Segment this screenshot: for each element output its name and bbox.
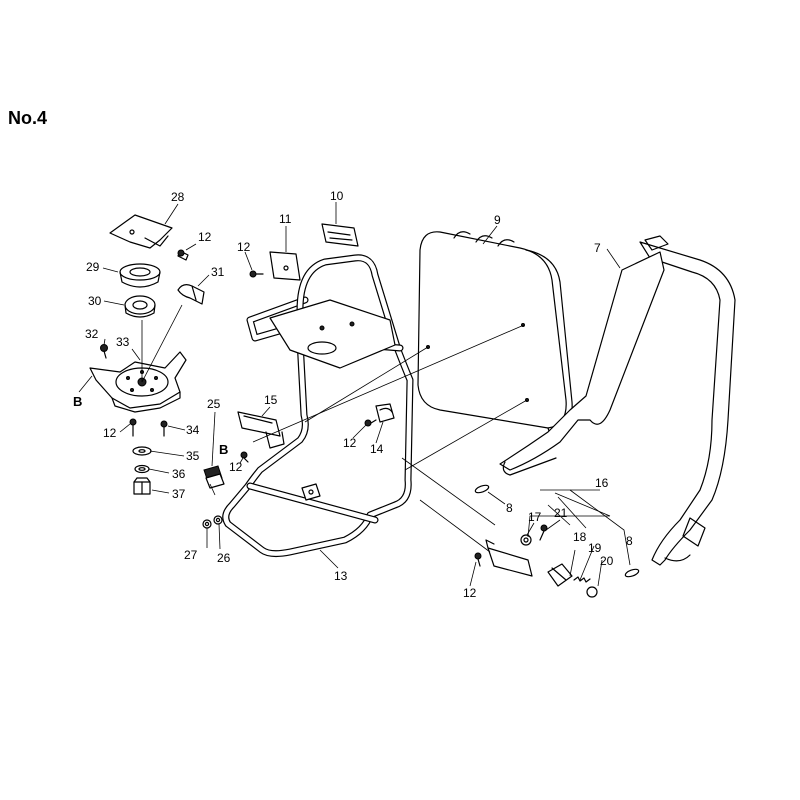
label-10: 10	[330, 189, 344, 203]
label-30: 30	[88, 294, 102, 308]
part-12-bolt-a	[177, 249, 189, 261]
label-25: 25	[207, 397, 221, 411]
part-20-cap	[586, 586, 598, 598]
label-9: 9	[494, 213, 501, 227]
diagram-title: No.4	[8, 108, 48, 128]
part-27-nut	[202, 519, 212, 529]
part-36-lock-washer	[134, 464, 150, 474]
label-18: 18	[573, 530, 587, 544]
part-19-spring	[573, 576, 591, 583]
label-34: 34	[186, 423, 200, 437]
part-14-clamp	[375, 403, 395, 423]
label-32: 32	[85, 327, 99, 341]
label-12-b: 12	[103, 426, 117, 440]
part-11-bracket	[269, 251, 301, 281]
label-20: 20	[600, 554, 614, 568]
part-12-bracket-bottom	[485, 539, 533, 577]
part-15-bracket	[237, 411, 285, 449]
label-14: 14	[370, 442, 384, 456]
part-7-shoulder-strap	[499, 235, 736, 566]
part-28-cover-plate	[109, 214, 173, 249]
part-12-bolt-b	[129, 418, 137, 437]
label-35: 35	[186, 449, 200, 463]
part-12-screw-c	[240, 451, 249, 463]
label-31: 31	[211, 265, 225, 279]
part-21-screw	[539, 524, 548, 541]
part-labels: 28 12 29 31 30 32 33 B 12 34 35 36 37 25…	[73, 189, 633, 600]
label-8-a: 8	[506, 501, 513, 515]
label-28: 28	[171, 190, 185, 204]
label-29: 29	[86, 260, 100, 274]
part-33-blade-holder	[89, 351, 187, 413]
part-18-knob	[547, 563, 573, 587]
part-12-screw-f	[474, 552, 482, 567]
part-17-nut	[520, 534, 532, 546]
label-B-right: B	[219, 442, 228, 457]
part-35-washer	[132, 446, 152, 456]
part-31-clip-bracket	[177, 284, 205, 305]
part-12-screw-d	[249, 270, 264, 278]
part-26-washer	[213, 515, 223, 525]
label-17: 17	[528, 510, 542, 524]
label-7: 7	[594, 241, 601, 255]
part-9-back-pad	[417, 231, 573, 435]
part-34-bolt	[160, 420, 168, 437]
label-16: 16	[595, 476, 609, 490]
part-32-screw	[100, 344, 108, 359]
label-19: 19	[588, 541, 602, 555]
part-12-screw-e	[364, 419, 377, 427]
label-12-f: 12	[463, 586, 477, 600]
leader-lines	[78, 202, 631, 587]
label-12-d: 12	[237, 240, 251, 254]
label-26: 26	[217, 551, 231, 565]
label-33: 33	[116, 335, 130, 349]
part-8-clip-a	[474, 484, 490, 494]
label-8-b: 8	[626, 534, 633, 548]
part-25-grommet	[203, 465, 225, 489]
label-12-a: 12	[198, 230, 212, 244]
part-8-clip-b	[624, 568, 640, 578]
part-10-bracket	[321, 223, 359, 247]
part-37-bolt	[133, 477, 151, 495]
part-13-frame	[222, 254, 414, 558]
axis-line-31	[141, 304, 183, 383]
label-36: 36	[172, 467, 186, 481]
part-29-bearing-housing	[119, 263, 161, 288]
label-27: 27	[184, 548, 198, 562]
label-13: 13	[334, 569, 348, 583]
label-11: 11	[279, 212, 292, 226]
label-15: 15	[264, 393, 278, 407]
part-30-bearing	[124, 295, 156, 318]
label-B-left: B	[73, 394, 82, 409]
label-37: 37	[172, 487, 186, 501]
label-12-e: 12	[343, 436, 357, 450]
label-21: 21	[554, 506, 568, 520]
label-12-c: 12	[229, 460, 243, 474]
